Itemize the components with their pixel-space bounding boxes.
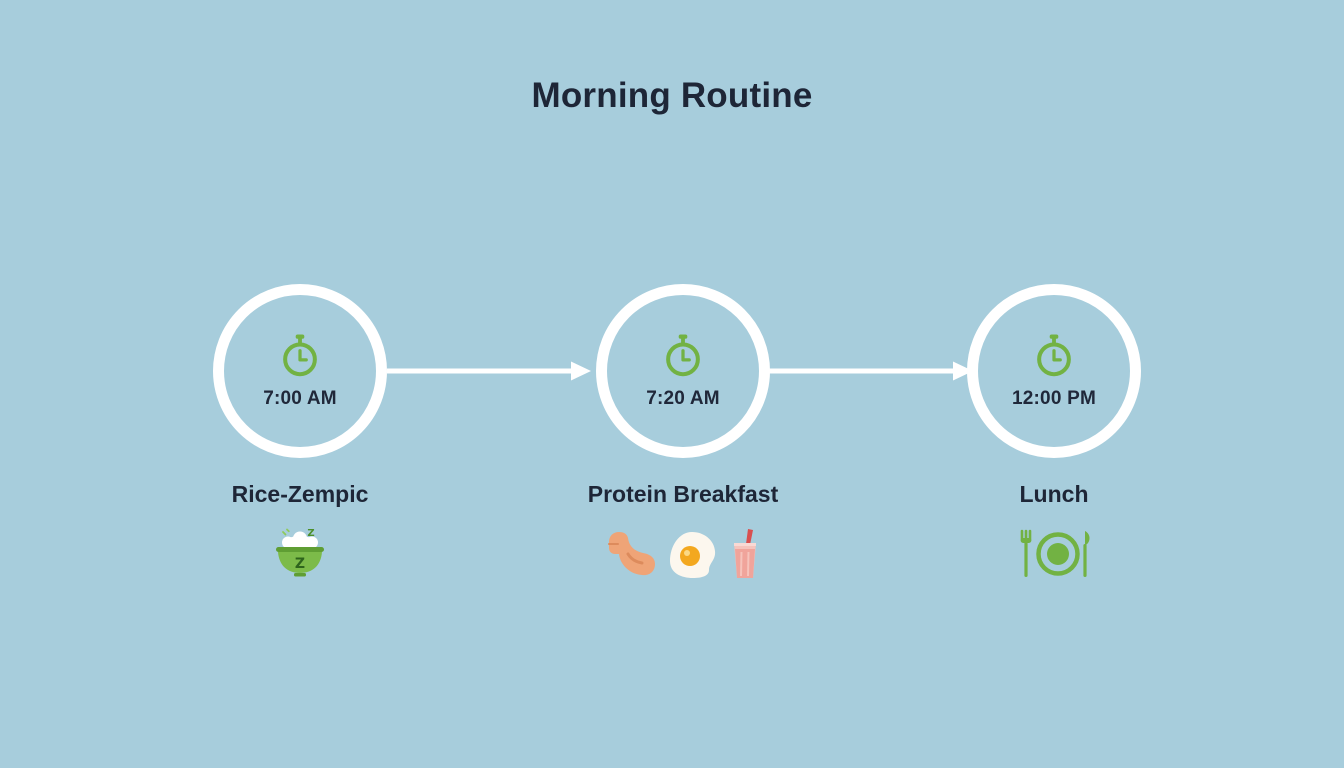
stopwatch-icon — [283, 333, 317, 376]
step-label: Protein Breakfast — [587, 481, 779, 507]
timeline-step-rice-zempic: 7:00 AM Rice-Zempic Z Z — [130, 284, 470, 581]
plate-with-cutlery-icon — [1020, 529, 1090, 577]
bowl-z-letter: Z — [295, 556, 305, 572]
rice-z-letter: Z — [307, 528, 314, 539]
step-time: 12:00 PM — [1012, 387, 1096, 409]
step-label: Rice-Zempic — [231, 481, 369, 507]
connector-arrow-1 — [387, 358, 592, 384]
rice-bowl-icon: Z Z — [276, 528, 324, 577]
step-label: Lunch — [1019, 481, 1089, 507]
arrow-right-icon — [387, 361, 591, 381]
fried-egg-icon — [670, 532, 716, 578]
page-title: Morning Routine — [531, 76, 813, 115]
timeline-circle: 12:00 PM — [967, 284, 1141, 458]
step-icons: Z Z — [271, 527, 329, 581]
arrow-right-icon — [769, 361, 973, 381]
flexed-biceps-icon — [608, 532, 655, 576]
beverage-icon — [734, 529, 756, 578]
timeline-circle: 7:20 AM — [596, 284, 770, 458]
step-icons — [1012, 527, 1096, 581]
step-icons — [605, 527, 761, 581]
timeline-circle: 7:00 AM — [213, 284, 387, 458]
stopwatch-icon — [666, 333, 700, 376]
step-time: 7:00 AM — [263, 387, 337, 409]
connector-arrow-2 — [769, 358, 974, 384]
timeline-step-lunch: 12:00 PM Lunch — [884, 284, 1224, 581]
stopwatch-icon — [1037, 333, 1071, 376]
step-time: 7:20 AM — [646, 387, 720, 409]
timeline-step-protein-breakfast: 7:20 AM Protein Breakfast — [513, 284, 853, 581]
